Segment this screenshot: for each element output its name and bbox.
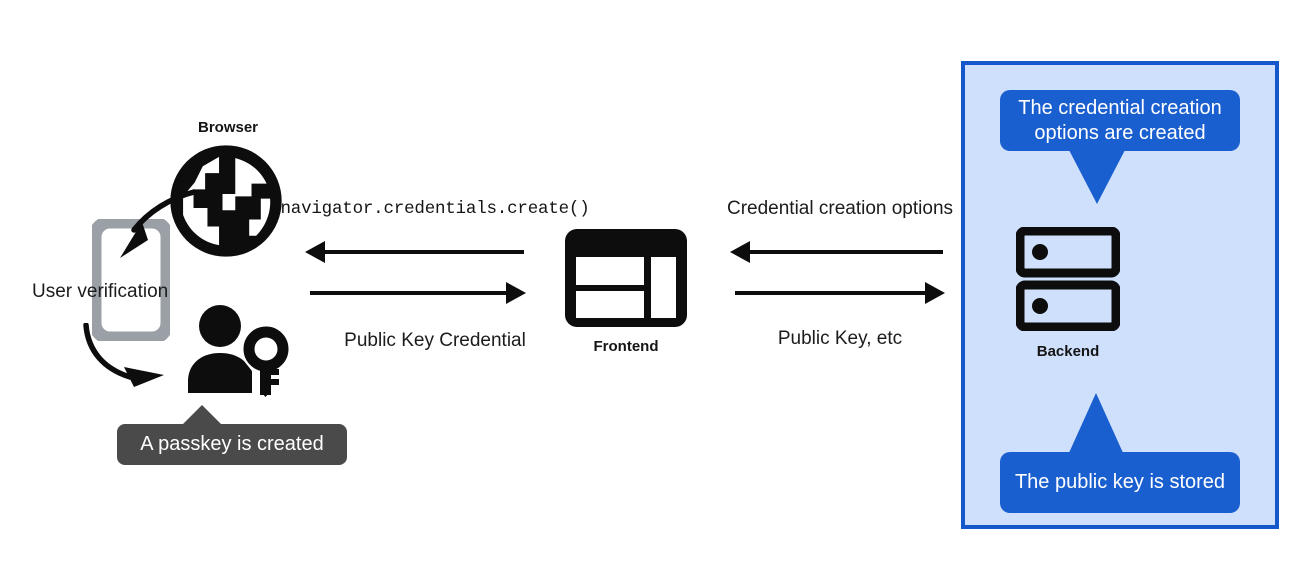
callout-public-key-stored: The public key is stored — [1000, 452, 1240, 513]
arrow-head-left-icon — [730, 241, 750, 263]
arrow-label-credential-creation-options: Credential creation options — [726, 198, 954, 219]
arrow-head-left-icon — [305, 241, 325, 263]
arrow-line — [749, 250, 943, 254]
arrow-line — [735, 291, 927, 295]
arrow-head-right-icon — [506, 282, 526, 304]
arrow-label-navigator-credentials-create: navigator.credentials.create() — [280, 199, 590, 219]
callout-credential-options-created: The credential creation options are crea… — [1000, 90, 1240, 151]
callout-tail-up-icon — [1068, 393, 1124, 455]
curved-arrow-icon — [108, 186, 198, 271]
arrow-line — [324, 250, 524, 254]
globe-icon — [168, 143, 284, 259]
arrow-line — [310, 291, 508, 295]
server-stack-icon — [1016, 227, 1120, 331]
arrow-label-public-key-etc: Public Key, etc — [777, 328, 903, 349]
browser-label: Browser — [197, 119, 259, 136]
callout-passkey-created: A passkey is created — [117, 424, 347, 465]
web-layout-icon — [565, 229, 687, 327]
arrow-label-public-key-credential: Public Key Credential — [344, 330, 526, 351]
user-verification-label: User verification — [32, 281, 169, 302]
backend-label: Backend — [1036, 343, 1100, 360]
arrow-head-right-icon — [925, 282, 945, 304]
frontend-label: Frontend — [593, 338, 659, 355]
callout-tail-down-icon — [1069, 150, 1125, 204]
mobile-phone-icon — [92, 219, 170, 341]
curved-arrow-icon — [78, 323, 188, 395]
person-with-key-icon — [186, 305, 290, 397]
